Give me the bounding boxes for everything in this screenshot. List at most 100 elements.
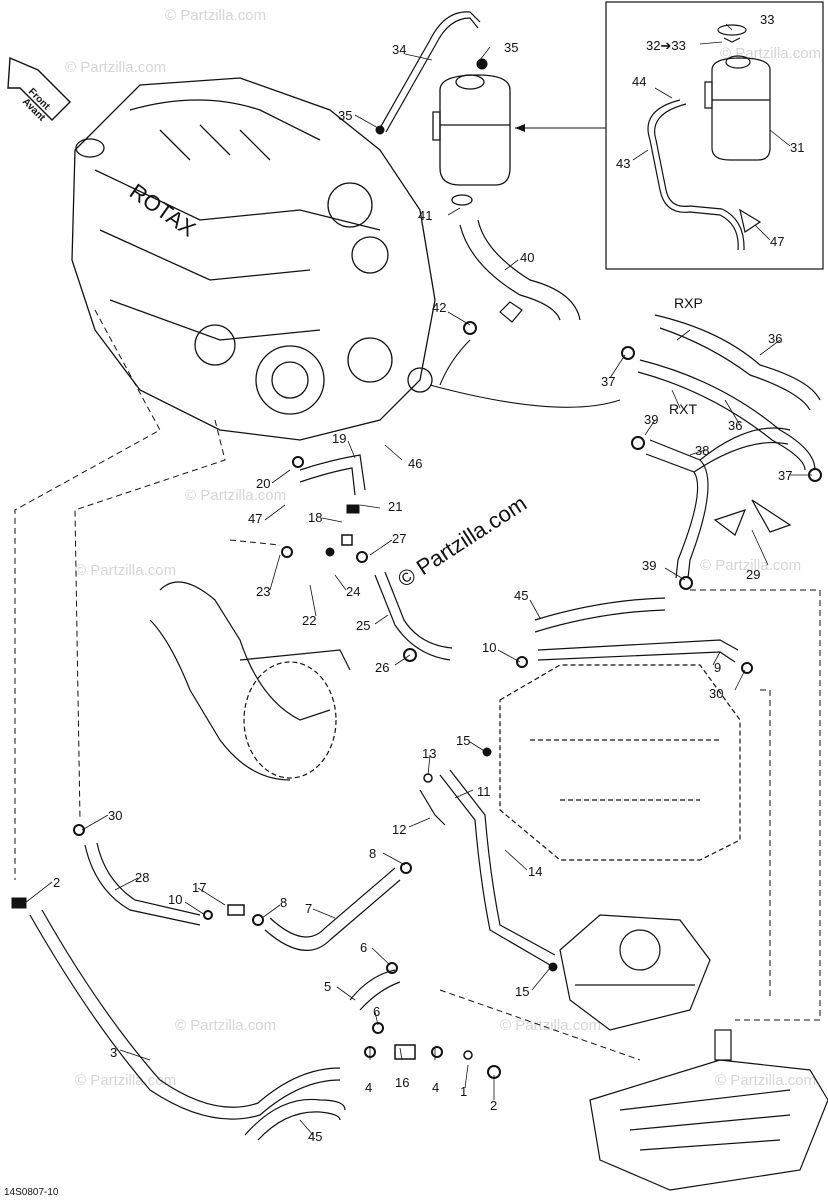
callout-label: 26: [375, 660, 389, 675]
coolant-hose-3: [29, 909, 341, 1120]
overflow-hose-34: [379, 11, 481, 133]
callout-label: 17: [192, 880, 206, 895]
callout-label: 7: [305, 901, 312, 916]
inset-overflow-hose: [647, 99, 745, 251]
callout-label: 32➔33: [646, 38, 686, 53]
coolant-hose-38: [645, 427, 791, 579]
callout-label: 1: [460, 1084, 467, 1099]
callout-label: 39: [642, 558, 656, 573]
dashed-guide-lines: [14, 309, 821, 1061]
callout-label: 8: [369, 846, 376, 861]
callout-label: 20: [256, 476, 270, 491]
callout-label: 9: [714, 660, 721, 675]
callout-label: 36: [728, 418, 742, 433]
callout-label: 37: [601, 374, 615, 389]
callout-label: 8: [280, 895, 287, 910]
coolant-hose-11: [439, 769, 556, 966]
callout-label: 31: [790, 140, 804, 155]
callout-label: 22: [302, 613, 316, 628]
callout-label: 30: [709, 686, 723, 701]
coolant-hose-36-rxp: [654, 314, 821, 411]
callout-label: 33: [760, 12, 774, 27]
tie-loop-29: [713, 499, 792, 536]
coolant-reservoir: [432, 74, 511, 206]
watermark-layer: © Partzilla.com © Partzilla.com © Partzi…: [65, 7, 821, 1089]
callout-label: 27: [392, 531, 406, 546]
callout-layer: 34 35 35 33 32➔33 44 43 31 47 41 40 42 3…: [53, 12, 804, 1144]
callout-label: 43: [616, 156, 630, 171]
coolant-hose-9: [537, 639, 739, 663]
heat-exchanger: [499, 664, 741, 861]
inset-clamp: [739, 208, 762, 233]
callout-label: 11: [477, 784, 491, 799]
callout-label: 6: [360, 940, 367, 955]
callout-label: 45: [308, 1129, 322, 1144]
callout-label: 24: [346, 584, 360, 599]
watermark: © Partzilla.com: [75, 562, 176, 579]
inset-reservoir-cap: [717, 24, 747, 43]
callout-label: 6: [373, 1004, 380, 1019]
clamps-and-fittings: [11, 58, 822, 1079]
front-orientation-arrow: Front Avant: [7, 56, 71, 124]
center-brand-mark: © Partzilla.com: [393, 490, 531, 592]
callout-label: 40: [520, 250, 534, 265]
flow-arrows: [429, 339, 621, 408]
coolant-hose-12: [419, 789, 446, 826]
callout-label: 46: [408, 456, 422, 471]
watermark: © Partzilla.com: [720, 45, 821, 62]
watermark: © Partzilla.com: [185, 487, 286, 504]
callout-label: 47: [770, 234, 784, 249]
inset-pointer-arrow: [515, 124, 525, 132]
hose-code-rxt: RXT: [669, 401, 697, 417]
callout-label: 21: [388, 499, 402, 514]
watermark: © Partzilla.com: [165, 7, 266, 24]
callout-label: 12: [392, 822, 406, 837]
callout-label: 35: [338, 108, 352, 123]
callout-label: 45: [514, 588, 528, 603]
callout-label: 25: [356, 618, 370, 633]
callout-label: 10: [482, 640, 496, 655]
ride-plate: [589, 1029, 828, 1191]
watermark: © Partzilla.com: [700, 557, 801, 574]
callout-label: 42: [432, 300, 446, 315]
callout-label: 36: [768, 331, 782, 346]
coolant-hose-45-lower: [244, 1098, 346, 1141]
watermark: © Partzilla.com: [500, 1017, 601, 1034]
watermark: © Partzilla.com: [65, 59, 166, 76]
callout-label: 47: [248, 511, 262, 526]
coolant-hose-19: [299, 454, 366, 496]
callout-label: 14: [528, 864, 542, 879]
callout-label: 34: [392, 42, 406, 57]
callout-label: 18: [308, 510, 322, 525]
callout-label: 28: [135, 870, 149, 885]
watermark: © Partzilla.com: [715, 1072, 816, 1089]
callout-label: 30: [108, 808, 122, 823]
engine-logo-text: ROTAX: [125, 179, 200, 242]
coolant-hose-7: [264, 867, 401, 951]
coolant-hose-28: [84, 842, 201, 926]
callout-label: 29: [746, 567, 760, 582]
callout-label: 23: [256, 584, 270, 599]
callout-label: 4: [365, 1080, 372, 1095]
callout-label: 3: [110, 1045, 117, 1060]
callout-label: 15: [515, 984, 529, 999]
watermark: © Partzilla.com: [75, 1072, 176, 1089]
callout-label: 39: [644, 412, 658, 427]
callout-label: 38: [695, 443, 709, 458]
callout-label: 2: [53, 875, 60, 890]
drawing-number: 14S0807-10: [4, 1187, 59, 1198]
callout-label: 19: [332, 431, 346, 446]
callout-label: 4: [432, 1080, 439, 1095]
callout-label: 10: [168, 892, 182, 907]
callout-label: 16: [395, 1075, 409, 1090]
jet-pump-housing: [559, 914, 711, 1031]
coolant-hose-45-upper: [534, 597, 666, 633]
exhaust-muffler: [149, 581, 351, 781]
callout-label: 15: [456, 733, 470, 748]
coolant-hose-40: [459, 219, 581, 323]
callout-label: 35: [504, 40, 518, 55]
callout-label: 44: [632, 74, 646, 89]
callout-label: 37: [778, 468, 792, 483]
